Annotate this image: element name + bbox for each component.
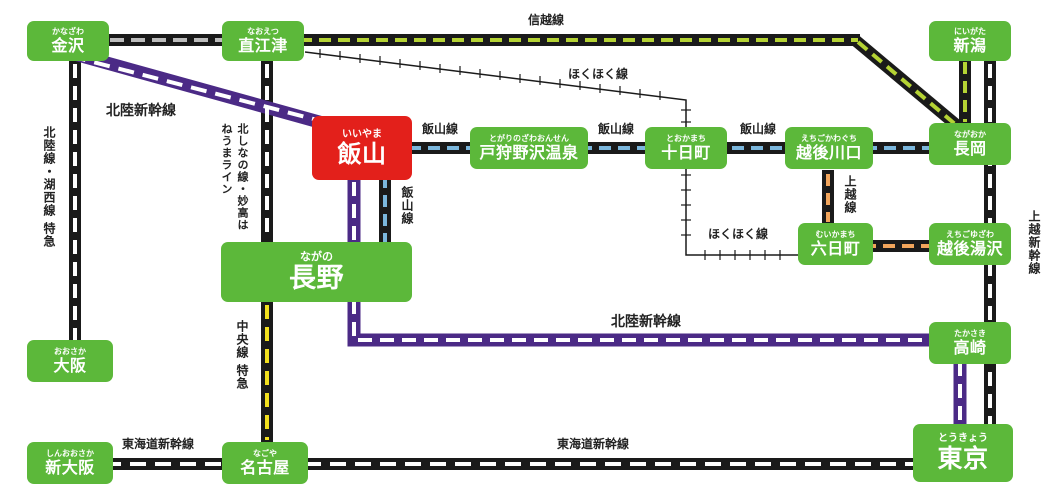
station-takasaki[interactable]: たかさき 高崎	[929, 322, 1011, 364]
station-name: 直江津	[238, 36, 288, 55]
label-shinetsu-line: 信越線	[528, 13, 565, 27]
station-ruby: ながの	[300, 249, 333, 263]
station-ruby: えちごかわぐち	[801, 134, 857, 143]
station-name: 大阪	[53, 356, 87, 375]
label-iiyama-line-3: 飯山線	[740, 122, 777, 136]
label-iiyama-line-1: 飯山線	[422, 122, 459, 136]
station-name: 飯山	[337, 139, 387, 168]
label-joetsu-shinkansen: 上越新幹線	[1027, 210, 1041, 275]
station-tokyo[interactable]: とうきょう 東京	[913, 424, 1013, 482]
station-name: 名古屋	[240, 458, 290, 477]
label-iiyama-line-2: 飯山線	[598, 122, 635, 136]
station-name: 高崎	[953, 338, 987, 357]
station-echigo-yuzawa[interactable]: えちごゆざわ 越後湯沢	[929, 223, 1011, 265]
station-ruby: えちごゆざわ	[946, 230, 994, 239]
station-nagaoka[interactable]: ながおか 長岡	[929, 123, 1011, 165]
station-ruby: むいかまち	[815, 230, 856, 239]
label-hokuriku-kosei-line: 北陸線・湖西線 特急	[42, 126, 56, 249]
station-ruby: たかさき	[954, 329, 986, 338]
label-hokuriku-shinkansen-lower: 北陸新幹線	[611, 314, 681, 330]
station-ruby: とがりのざわおんせん	[489, 134, 569, 143]
station-shin-osaka[interactable]: しんおおさか 新大阪	[27, 442, 113, 484]
label-tokaido-shinkansen-left: 東海道新幹線	[122, 437, 195, 451]
hokuhoku-line	[304, 49, 800, 260]
station-name: 新潟	[953, 36, 987, 55]
station-ruby: なおえつ	[247, 27, 279, 36]
station-nagano[interactable]: ながの 長野	[221, 242, 412, 302]
station-name: 十日町	[661, 143, 711, 162]
station-name: 長野	[289, 262, 344, 294]
label-hokuhoku-line-bottom: ほくほく線	[708, 227, 769, 241]
label-tokaido-shinkansen-right: 東海道新幹線	[557, 437, 630, 451]
station-ruby: とおかまち	[666, 134, 706, 143]
station-name: 越後湯沢	[936, 239, 1003, 258]
station-kanazawa[interactable]: かなざわ 金沢	[27, 21, 109, 61]
station-name: 六日町	[810, 239, 861, 258]
label-hokuriku-shinkansen-upper: 北陸新幹線	[106, 103, 176, 119]
station-ruby: なごや	[253, 449, 277, 458]
station-naoetsu[interactable]: なおえつ 直江津	[222, 21, 304, 61]
station-tokamachi[interactable]: とおかまち 十日町	[645, 127, 727, 169]
label-hokuhoku-line-top: ほくほく線	[568, 67, 629, 81]
station-ruby: いいやま	[342, 128, 382, 140]
station-ruby: おおさか	[54, 347, 86, 356]
station-name: 新大阪	[45, 458, 95, 477]
label-chuo-line: 中央線 特急	[235, 320, 249, 391]
station-name: 金沢	[51, 36, 85, 55]
station-ruby: にいがた	[954, 27, 986, 36]
station-togari-nozawa-onsen[interactable]: とがりのざわおんせん 戸狩野沢温泉	[470, 127, 588, 169]
station-muikamachi[interactable]: むいかまち 六日町	[798, 223, 873, 265]
station-ruby: しんおおさか	[46, 449, 94, 458]
station-name: 東京	[937, 444, 989, 473]
label-joetsu-line: 上越線	[843, 175, 857, 214]
station-echigo-kawaguchi[interactable]: えちごかわぐち 越後川口	[785, 127, 873, 169]
station-name: 越後川口	[795, 143, 862, 162]
station-ruby: とうきょう	[938, 433, 988, 444]
station-ruby: ながおか	[954, 130, 986, 139]
station-name: 長岡	[953, 139, 987, 158]
station-nagoya[interactable]: なごや 名古屋	[222, 442, 308, 484]
station-osaka[interactable]: おおさか 大阪	[27, 340, 113, 382]
station-name: 戸狩野沢温泉	[479, 143, 579, 162]
station-niigata[interactable]: にいがた 新潟	[929, 21, 1011, 61]
station-ruby: かなざわ	[52, 27, 84, 36]
label-iiyama-line-vertical: 飯山線	[400, 186, 414, 225]
label-shinano-line: 北しなの線・妙高はねうまライン	[220, 123, 249, 231]
station-iiyama[interactable]: いいやま 飯山	[312, 116, 412, 180]
